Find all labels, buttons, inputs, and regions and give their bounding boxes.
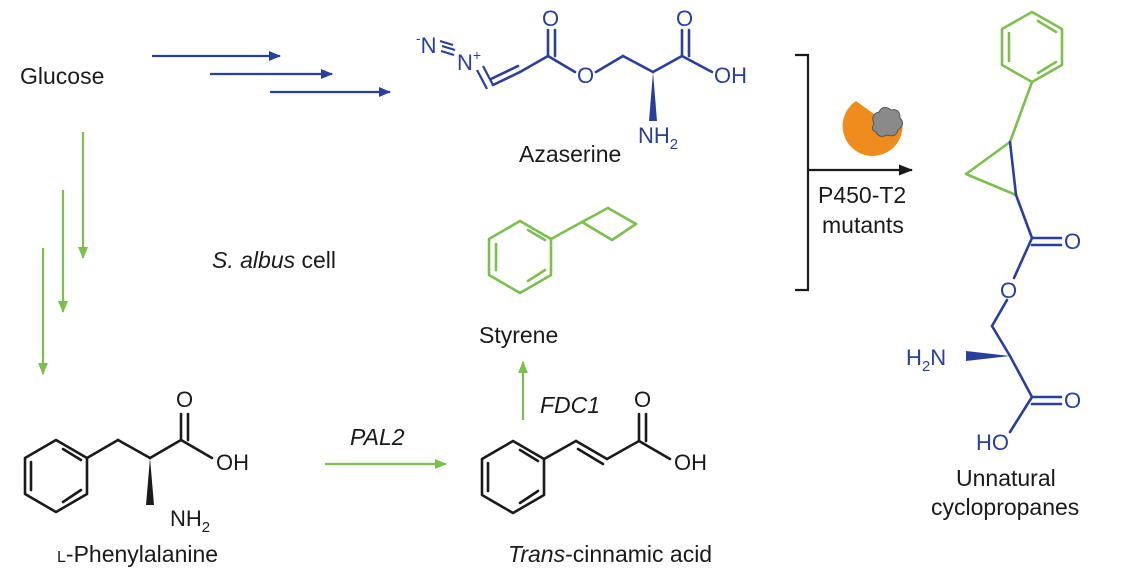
cinnamic-acid-structure: O OH (480, 387, 707, 515)
azaserine-wedge (649, 72, 657, 121)
product-h2n: H2N (906, 345, 946, 375)
phenylalanine-label: L-Phenylalanine (57, 541, 218, 567)
phe-nh2: NH2 (170, 506, 210, 536)
cinnamic-italic: Trans (508, 541, 566, 567)
product-ester-o: O (1000, 278, 1017, 303)
heme-cluster (871, 106, 904, 137)
phe-oh: OH (216, 450, 249, 475)
product-wedge (966, 351, 1010, 361)
cell-species-italic: S. albus (212, 247, 296, 273)
phenylalanine-structure: O OH NH2 (23, 387, 249, 536)
cinnamic-rest: -cinnamic acid (565, 541, 712, 567)
styrene-structure (487, 206, 638, 295)
enzyme-label-line1: P450-T2 (818, 182, 906, 208)
cyclopropane-product-structure: O O O HO H2N (906, 10, 1081, 455)
azaserine-oh: OH (714, 63, 747, 88)
product-acid-o: O (1064, 388, 1081, 413)
glucose-label: Glucose (20, 63, 104, 89)
azaserine-ester-o: O (577, 63, 594, 88)
phenylalanine-rest: -Phenylalanine (66, 541, 218, 567)
styrene-label: Styrene (479, 322, 558, 348)
cinnamic-carbonyl-o: O (634, 387, 651, 412)
glucose-to-phenylalanine-arrows (38, 132, 88, 375)
substrate-bracket (795, 53, 810, 292)
enzyme-icon (842, 101, 904, 156)
fdc1-label: FDC1 (540, 392, 600, 418)
phe-carbonyl-o: O (176, 387, 193, 412)
product-carbonyl-o: O (1064, 229, 1081, 254)
azaserine-nh2: NH2 (638, 123, 678, 153)
phenylalanine-wedge (146, 458, 154, 505)
azaserine-acid-o: O (676, 6, 693, 31)
pal2-label: PAL2 (350, 424, 405, 450)
glucose-to-azaserine-arrows (152, 51, 391, 97)
cell-word: cell (295, 247, 336, 273)
azaserine-label: Azaserine (519, 141, 621, 167)
phenylalanine-prefix: L (57, 549, 66, 566)
azaserine-carbonyl-o: O (542, 6, 559, 31)
cinnamic-label: Trans-cinnamic acid (508, 541, 712, 567)
diazo-n1: -N (416, 30, 437, 58)
enzyme-label-line2: mutants (822, 212, 904, 238)
cell-label: S. albus cell (212, 247, 336, 273)
azaserine-structure: -N N+ O O O OH NH2 (416, 6, 747, 153)
cinnamic-oh: OH (674, 450, 707, 475)
product-ho: HO (976, 430, 1009, 455)
product-label-line1: Unnatural (956, 465, 1056, 491)
diazo-n2: N+ (457, 47, 481, 75)
product-label-line2: cyclopropanes (931, 494, 1079, 520)
